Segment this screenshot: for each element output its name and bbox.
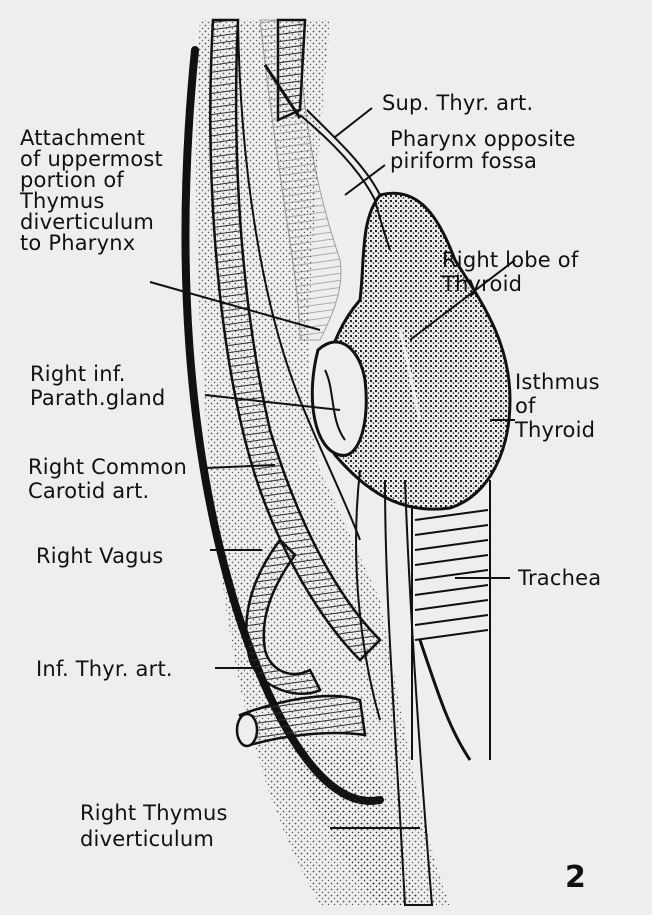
label-right-lobe: Right lobe of Thyroid: [442, 248, 578, 296]
label-right-inf-parath: Right inf. Parath.gland: [30, 362, 165, 410]
label-right-vagus: Right Vagus: [36, 545, 163, 567]
label-pharynx: Pharynx opposite piriform fossa: [390, 128, 576, 172]
trachea: [412, 480, 490, 760]
figure-number: 2: [565, 860, 586, 895]
parathyroid-gland: [312, 342, 366, 455]
label-trachea: Trachea: [518, 567, 601, 589]
label-inf-thyr-art: Inf. Thyr. art.: [36, 658, 173, 680]
label-right-common-carotid: Right Common Carotid art.: [28, 455, 187, 503]
label-attachment: Attachment of uppermost portion of Thymu…: [20, 128, 163, 254]
label-right-thymus-div: Right Thymus diverticulum: [80, 800, 228, 852]
label-isthmus: Isthmus of Thyroid: [515, 370, 600, 442]
label-sup-thyr-art: Sup. Thyr. art.: [382, 92, 533, 114]
